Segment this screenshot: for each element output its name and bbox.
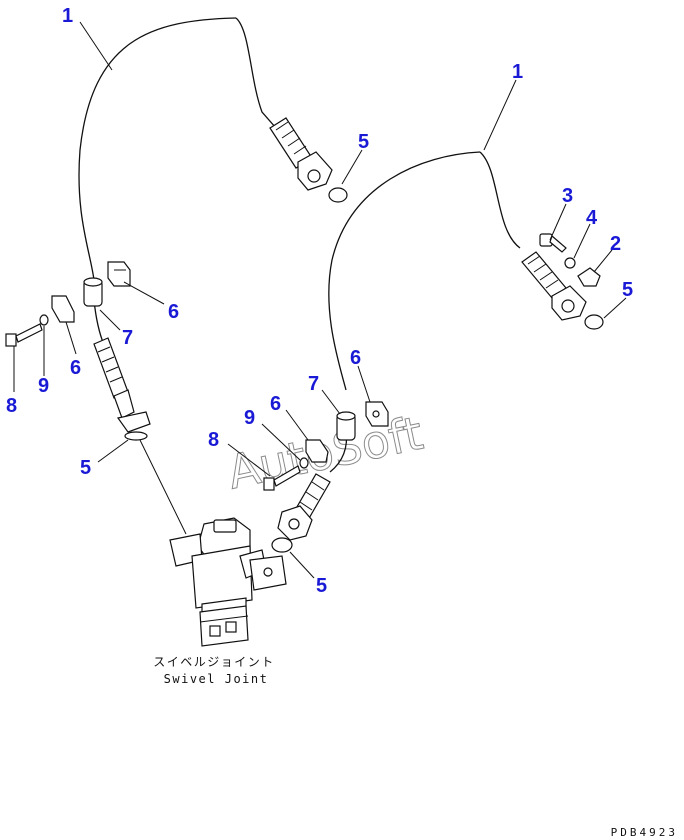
- o-ring-5a: [328, 187, 348, 203]
- left-bolt-8: [5, 323, 43, 347]
- callout-6-left-upper: 6: [168, 301, 179, 323]
- right-washer-9: [299, 457, 309, 469]
- right-lower-fitting: [277, 473, 331, 541]
- left-block-6-upper: [107, 261, 131, 287]
- right-block-6-upper: [365, 401, 389, 427]
- callout-5-upper: 5: [358, 131, 369, 153]
- callout-1-left: 1: [62, 5, 73, 27]
- callout-7-right: 7: [308, 373, 319, 395]
- callout-9-left: 9: [38, 375, 49, 397]
- left-block-6-lower: [51, 295, 75, 323]
- o-ring-5b: [584, 314, 604, 330]
- left-hose: [78, 17, 277, 346]
- drawing-code: PDB4923: [611, 826, 678, 839]
- bolt-3: [539, 233, 567, 253]
- left-lower-fitting: [93, 337, 151, 433]
- callout-6-left-lower: 6: [70, 357, 81, 379]
- callout-6-right-upper: 6: [350, 347, 361, 369]
- right-clamp-7: [336, 411, 356, 441]
- left-washer-9: [39, 314, 49, 326]
- split-flange-2: [577, 267, 601, 287]
- washer-4: [564, 257, 576, 269]
- callout-9-right: 9: [244, 407, 255, 429]
- caption-english: Swivel Joint: [164, 672, 269, 686]
- right-upper-fitting: [521, 251, 587, 321]
- o-ring-5d: [271, 537, 293, 553]
- swivel-joint: [169, 517, 287, 647]
- callout-7-left: 7: [122, 327, 133, 349]
- right-block-6-lower: [305, 439, 329, 463]
- left-clamp-7: [83, 277, 103, 307]
- callout-8-left: 8: [6, 395, 17, 417]
- leader-lines: [13, 21, 627, 579]
- callout-3: 3: [562, 185, 573, 207]
- callout-4: 4: [586, 207, 598, 229]
- callout-1-right: 1: [512, 61, 523, 83]
- callout-5-right: 5: [622, 279, 633, 301]
- callout-5-swivel: 5: [316, 575, 327, 597]
- right-bolt-8: [263, 465, 301, 491]
- o-ring-5c: [124, 431, 148, 441]
- callout-8-right: 8: [208, 429, 219, 451]
- caption-japanese: スイベルジョイント: [153, 655, 275, 669]
- callout-5-left: 5: [80, 457, 91, 479]
- callout-2: 2: [610, 233, 621, 255]
- callout-6-right-lower: 6: [270, 393, 281, 415]
- upper-hose-fitting: [269, 117, 333, 191]
